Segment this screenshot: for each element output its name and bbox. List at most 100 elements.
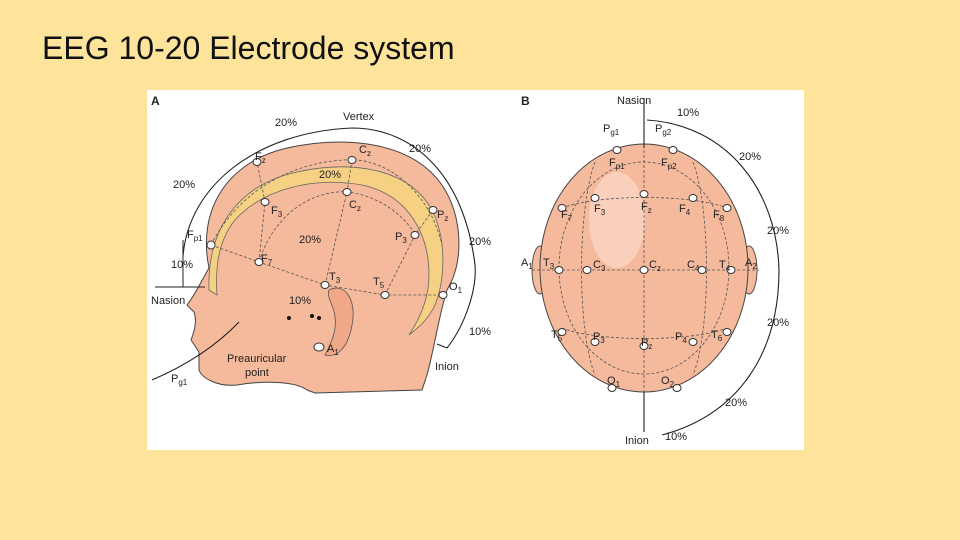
preauricular-dot3 <box>317 316 321 320</box>
electrode-c3-b <box>582 266 592 274</box>
eeg-figure: A Vert <box>147 90 804 450</box>
grid-row1 <box>561 197 728 209</box>
preauricular-dot2 <box>310 314 314 318</box>
electrode-t3-a <box>320 281 330 289</box>
electrode-c4-b <box>697 266 707 274</box>
label-fz-b: F <box>641 201 648 213</box>
electrode-pz-a <box>428 206 438 214</box>
preauricular-label-1: Preauricular <box>227 353 287 365</box>
label-t4-sub-b: 4 <box>726 264 731 273</box>
pct-b-r3: 20% <box>767 317 789 329</box>
svg-text:F4: F4 <box>679 203 691 217</box>
svg-text:F7: F7 <box>261 253 273 267</box>
svg-text:T3: T3 <box>543 257 555 271</box>
label-f7-b: F <box>561 209 568 221</box>
label-c3-b: C <box>593 259 601 271</box>
electrode-t3-b <box>554 266 564 274</box>
arc-right-b <box>646 119 780 436</box>
label-cz-top-sub-a: z <box>367 149 371 158</box>
label-fp2-sub-b: p2 <box>668 162 677 171</box>
preauricular-dot <box>287 316 291 320</box>
label-t5-sub-b: 5 <box>558 334 563 343</box>
svg-text:C4: C4 <box>687 259 700 273</box>
panel-a: A Vert <box>151 94 491 394</box>
panel-b: B <box>521 94 789 447</box>
label-f3-a: F <box>271 205 278 217</box>
label-cz-b: C <box>649 259 657 271</box>
label-f7-a: F <box>261 253 268 265</box>
label-pz-sub-b: z <box>648 342 652 351</box>
label-p3-sub-a: 3 <box>402 236 407 245</box>
svg-text:F8: F8 <box>713 209 725 223</box>
label-pz-sub-a: z <box>444 214 448 223</box>
svg-text:A2: A2 <box>745 257 757 271</box>
label-fp2-b: F <box>661 157 668 169</box>
label-pz-a: P <box>437 209 444 221</box>
label-t5-sub-a: 5 <box>380 281 385 290</box>
label-cz-a: C <box>349 199 357 211</box>
midline-dash <box>210 159 443 246</box>
svg-text:Pg1: Pg1 <box>171 373 188 387</box>
electrode-p3-b <box>590 338 600 346</box>
svg-text:Cz: Cz <box>349 199 361 213</box>
electrode-f3-b <box>590 194 600 202</box>
pct-b-r4: 20% <box>725 397 747 409</box>
grid-col1 <box>581 161 596 376</box>
label-p4-b: P <box>675 331 682 343</box>
svg-text:F7: F7 <box>561 209 573 223</box>
svg-text:Fz: Fz <box>255 151 266 165</box>
svg-text:T6: T6 <box>711 329 723 343</box>
svg-text:O2: O2 <box>661 375 675 389</box>
label-pg1-sub-b: g1 <box>610 128 619 137</box>
slide-title: EEG 10-20 Electrode system <box>42 30 455 66</box>
svg-text:Pz: Pz <box>437 209 448 223</box>
pct-b-r2: 20% <box>767 225 789 237</box>
label-a1-a: A <box>327 343 335 355</box>
label-t6-sub-b: 6 <box>718 334 723 343</box>
svg-text:T3: T3 <box>329 271 341 285</box>
label-pg2-sub-b: g2 <box>662 128 671 137</box>
pct-a-8: 10% <box>289 295 311 307</box>
label-pg1-a: P <box>171 373 178 385</box>
pct-b-r1: 20% <box>739 151 761 163</box>
electrode-f7-a <box>254 258 264 266</box>
panel-a-label: A <box>151 94 160 108</box>
electrode-f4-b <box>688 194 698 202</box>
inion-label-a: Inion <box>435 361 459 373</box>
label-f3-sub-b: 3 <box>601 208 606 217</box>
svg-text:Pg1: Pg1 <box>603 123 620 137</box>
label-t3-sub-b: 3 <box>550 262 555 271</box>
svg-text:Fz: Fz <box>641 201 652 215</box>
electrode-o2-b <box>672 384 682 392</box>
electrode-labels-b: Pg1 Pg2 Fp1 Fp2 F7 F3 Fz F4 F8 A1 T3 C3 … <box>521 123 757 389</box>
label-f7-sub-a: 7 <box>268 258 273 267</box>
pct-a-9: 10% <box>469 326 491 338</box>
label-t3-b: T <box>543 257 550 269</box>
inion-label-b: Inion <box>625 435 649 447</box>
label-t5-a: T <box>373 276 380 288</box>
electrode-cz-a <box>342 188 352 196</box>
svg-text:F3: F3 <box>594 203 606 217</box>
label-f4-b: F <box>679 203 686 215</box>
label-p3-b: P <box>593 331 600 343</box>
nasion-label-b: Nasion <box>617 95 651 107</box>
label-cz-sub-b: z <box>657 264 661 273</box>
electrode-fp1-b <box>612 146 622 154</box>
electrode-a1-a <box>313 342 325 352</box>
label-c4-sub-b: 4 <box>695 264 700 273</box>
head-side-silhouette <box>186 141 460 394</box>
label-a1-sub-b: 1 <box>528 262 533 271</box>
electrode-p3-a <box>410 231 420 239</box>
electrode-o1-b <box>607 384 617 392</box>
label-fp1-a: F <box>187 229 194 241</box>
pct-a-6: 20% <box>469 236 491 248</box>
label-fp1-sub-a: p1 <box>194 234 203 243</box>
eeg-diagram-svg: A Vert <box>151 94 789 447</box>
label-pg1-b: P <box>603 123 610 135</box>
electrode-f3-a <box>260 198 270 206</box>
pct-a-4: 20% <box>319 169 341 181</box>
svg-text:O1: O1 <box>449 281 463 295</box>
label-o1-a: O <box>449 281 458 293</box>
pct-a-1: 20% <box>275 117 297 129</box>
ear <box>324 287 354 356</box>
